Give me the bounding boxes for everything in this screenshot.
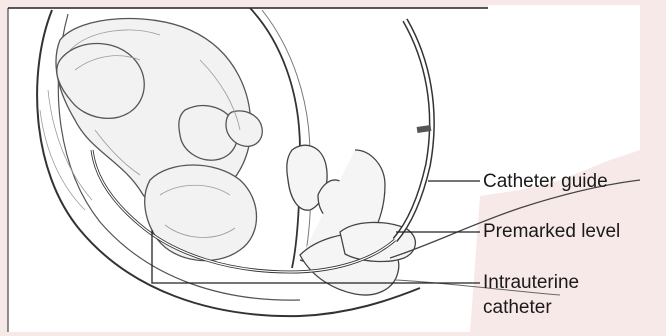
label-intrauterine-catheter-line2: catheter [483,296,552,319]
label-catheter-guide: Catheter guide [483,170,608,193]
label-premarked-level: Premarked level [483,220,620,243]
label-intrauterine-catheter-line1: Intrauterine [483,271,579,294]
